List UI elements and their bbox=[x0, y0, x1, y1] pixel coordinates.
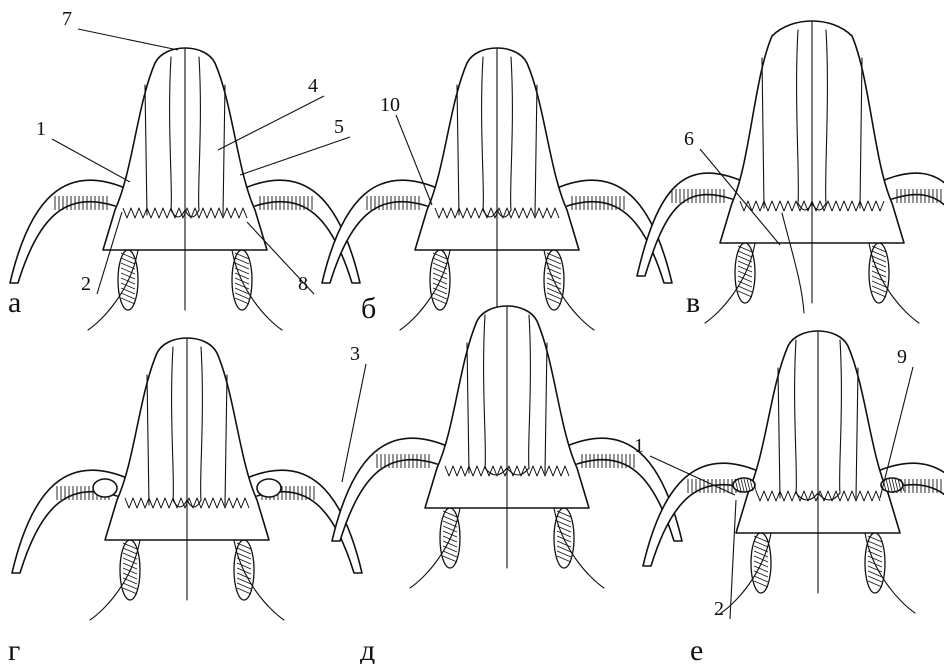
panel-letter-v: в bbox=[686, 286, 700, 319]
panel-letter-g: г bbox=[8, 634, 20, 664]
callout-number: 6 bbox=[684, 128, 694, 150]
callout-3: 3 bbox=[342, 343, 366, 482]
callout-number: 10 bbox=[380, 94, 400, 116]
callout-2: 2 bbox=[714, 500, 736, 620]
skull-panel-a: а 7 4 1 5 2 8 bbox=[8, 8, 360, 330]
callout-7: 7 bbox=[62, 8, 178, 50]
skull-panel-g: г3 bbox=[8, 338, 366, 664]
callout-number: 1 bbox=[634, 435, 644, 457]
callout-number: 2 bbox=[81, 273, 91, 295]
panel-letter-e: е bbox=[690, 634, 703, 664]
leader-line bbox=[78, 29, 178, 50]
skull-panel-b: б 10 bbox=[322, 48, 672, 330]
leader-line bbox=[240, 137, 350, 175]
callout-number: 7 bbox=[62, 8, 72, 30]
callout-number: 3 bbox=[350, 343, 360, 365]
callout-number: 1 bbox=[36, 118, 46, 140]
callout-number: 9 bbox=[897, 346, 907, 368]
callout-number: 5 bbox=[334, 116, 344, 138]
skull-panel-d: д bbox=[332, 306, 682, 664]
panel-letter-b: б bbox=[361, 292, 376, 325]
leader-line bbox=[52, 139, 130, 182]
callout-8: 8 bbox=[247, 222, 314, 295]
skull-panel-e: е 1 9 2 bbox=[634, 331, 944, 664]
leader-line bbox=[218, 96, 324, 150]
skull-panel-v: в6 bbox=[637, 21, 944, 323]
panel-letter-d: д bbox=[360, 634, 375, 664]
callout-number: 2 bbox=[714, 598, 724, 620]
callout-1: 1 bbox=[36, 118, 130, 182]
lacrimal-knob bbox=[257, 479, 281, 497]
callout-number: 8 bbox=[298, 273, 308, 295]
panel-letter-a: а bbox=[8, 286, 21, 319]
callout-number: 4 bbox=[308, 75, 318, 97]
lacrimal-knob bbox=[93, 479, 117, 497]
callout-5: 5 bbox=[240, 116, 350, 175]
